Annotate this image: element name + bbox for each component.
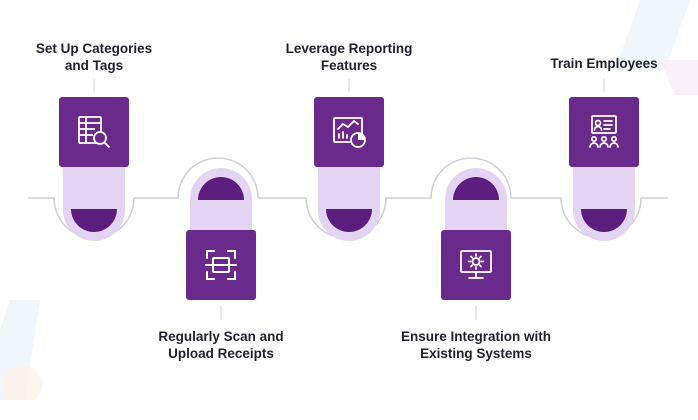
monitor-gear-icon: [460, 250, 492, 279]
step-reporting: [282, 97, 416, 357]
step-label-reporting: Leverage Reporting Features: [285, 41, 413, 73]
step-label-scan: Regularly Scan and Upload Receipts: [158, 329, 284, 361]
step-box: [314, 97, 384, 167]
step-box: [59, 97, 129, 167]
step-label-categories: Set Up Categories and Tags: [35, 41, 153, 73]
step-box: [186, 230, 256, 300]
step-label-train: Train Employees: [550, 56, 658, 71]
table-search-icon: [78, 116, 110, 148]
background-decoration: [0, 0, 698, 400]
step-box: [569, 97, 639, 167]
step-categories: [27, 97, 161, 357]
label-ticks: [93, 79, 605, 320]
process-diagram: Set Up Categories and Tags Regularly Sca…: [0, 0, 698, 400]
presentation-team-icon: [589, 115, 619, 148]
step-scan: [154, 160, 288, 420]
report-chart-icon: [333, 117, 366, 148]
receipt-scan-icon: [205, 250, 237, 280]
step-integration: [409, 160, 543, 420]
step-label-integration: Ensure Integration with Existing Systems: [400, 329, 551, 361]
step-box: [441, 230, 511, 300]
step-train: [537, 97, 671, 357]
